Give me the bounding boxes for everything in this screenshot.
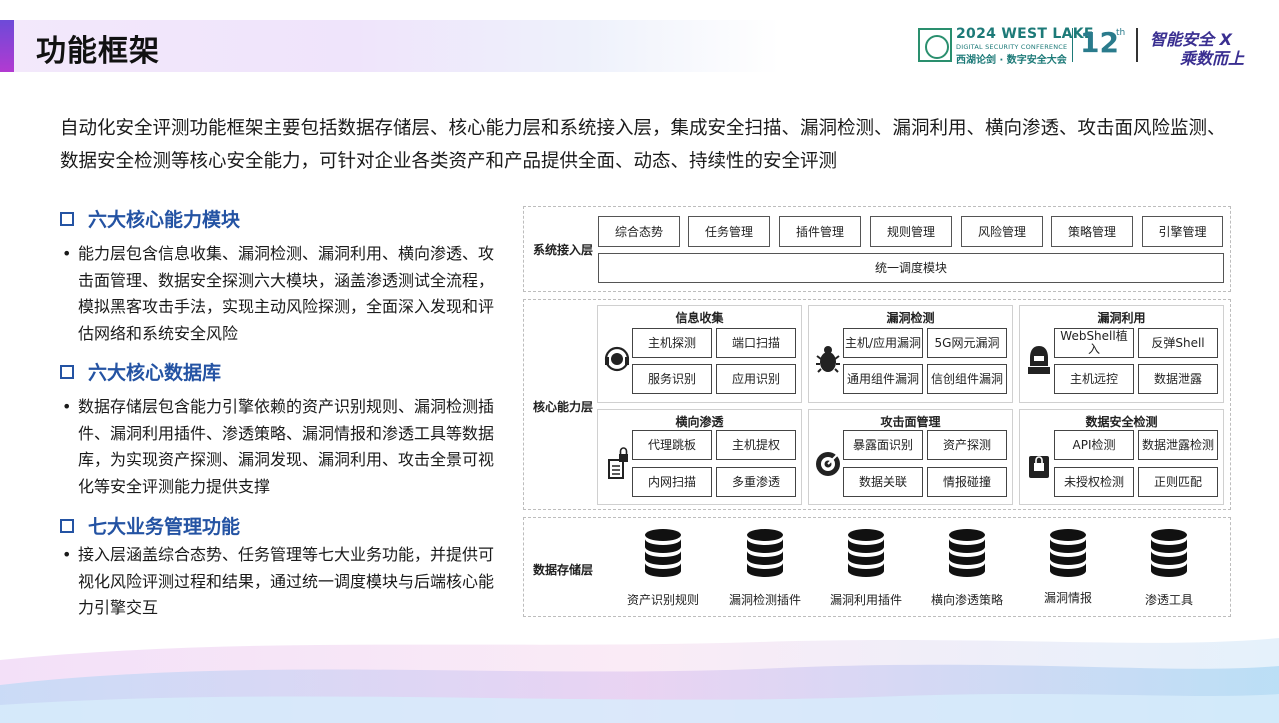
square-bullet-icon <box>60 518 74 533</box>
seal-icon <box>918 28 952 62</box>
module-box: 任务管理 <box>688 216 770 247</box>
panel-title: 攻击面管理 <box>880 415 941 429</box>
title-accent <box>0 20 14 72</box>
database-label: 渗透工具 <box>1144 593 1193 607</box>
capability-box: 信创组件漏洞 <box>927 364 1007 394</box>
capability-box: 数据泄露检测 <box>1138 430 1218 460</box>
database-icon <box>1151 529 1187 577</box>
capability-box: 数据关联 <box>843 467 923 497</box>
section-heading-business: 七大业务管理功能 <box>60 512 240 539</box>
capability-box: 未授权检测 <box>1054 467 1134 497</box>
panel-title: 漏洞检测 <box>886 311 935 325</box>
capability-box: 情报碰撞 <box>927 467 1007 497</box>
capability-box: 暴露面识别 <box>843 430 923 460</box>
module-box: 插件管理 <box>779 216 861 247</box>
database-label: 横向渗透策略 <box>930 593 1003 607</box>
storage-layer-label: 数据存储层 <box>533 563 594 577</box>
panel-title: 信息收集 <box>675 311 724 325</box>
database-icon <box>645 529 681 577</box>
capability-box: 主机探测 <box>632 328 712 358</box>
logo-event-en: 2024 WEST LAKE <box>956 26 1094 42</box>
logo-divider <box>1072 28 1073 62</box>
capability-box: 代理跳板 <box>632 430 712 460</box>
title-bar <box>0 20 780 72</box>
panel-vuln-detection: 漏洞检测 主机/应用漏洞 5G网元漏洞 通用组件漏洞 信创组件漏洞 <box>808 305 1013 403</box>
capability-box: 主机提权 <box>716 430 796 460</box>
panel-title: 数据安全检测 <box>1085 415 1158 429</box>
capability-box: 端口扫描 <box>716 328 796 358</box>
capability-box: 应用识别 <box>716 364 796 394</box>
database-label: 漏洞情报 <box>1043 591 1092 605</box>
capability-box: 反弹Shell <box>1138 328 1218 358</box>
square-bullet-icon <box>60 364 74 379</box>
capability-box: 内网扫描 <box>632 467 712 497</box>
panel-info-collection: 信息收集 主机探测 端口扫描 服务识别 应用识别 <box>597 305 802 403</box>
shield-lock-icon <box>1029 456 1049 478</box>
panel-title: 漏洞利用 <box>1097 311 1146 325</box>
capability-box: 正则匹配 <box>1138 467 1218 497</box>
database-icon <box>949 529 985 577</box>
capability-box: 通用组件漏洞 <box>843 364 923 394</box>
database-label: 资产识别规则 <box>626 593 699 607</box>
capability-box: API检测 <box>1054 430 1134 460</box>
document-lock-icon <box>608 447 628 479</box>
capability-box: 数据泄露 <box>1138 364 1218 394</box>
bug-icon <box>816 346 840 373</box>
section-heading-modules: 六大核心能力模块 <box>60 205 240 232</box>
module-box: 风险管理 <box>961 216 1043 247</box>
database-label: 漏洞利用插件 <box>829 593 902 607</box>
panel-attack-surface: 攻击面管理 暴露面识别 资产探测 数据关联 情报碰撞 <box>808 409 1013 505</box>
module-box: 规则管理 <box>870 216 952 247</box>
square-bullet-icon <box>60 211 74 226</box>
logo-event-en-sub: DIGITAL SECURITY CONFERENCE <box>956 43 1068 51</box>
capability-box: 服务识别 <box>632 364 712 394</box>
module-box: 综合态势 <box>598 216 680 247</box>
target-icon <box>816 452 840 476</box>
database-icon <box>848 529 884 577</box>
database-icon <box>1050 529 1086 577</box>
panel-vuln-exploit: 漏洞利用 WebShell植入 反弹Shell 主机远控 数据泄露 <box>1019 305 1224 403</box>
intro-paragraph: 自动化安全评测功能框架主要包括数据存储层、核心能力层和系统接入层，集成安全扫描、… <box>60 118 1226 172</box>
database-icon <box>747 529 783 577</box>
logo-edition-sup: th <box>1116 28 1126 38</box>
section-heading-text: 六大核心数据库 <box>88 362 222 384</box>
module-box: 引擎管理 <box>1142 216 1223 247</box>
access-layer-label: 系统接入层 <box>533 243 594 257</box>
database-label: 漏洞检测插件 <box>728 593 801 607</box>
scheduler-box: 统一调度模块 <box>598 253 1224 283</box>
section-bullet-databases: 数据存储层包含能力引擎依赖的资产识别规则、漏洞检测插件、漏洞利用插件、渗透策略、… <box>62 394 502 500</box>
capability-box: 多重渗透 <box>716 467 796 497</box>
section-heading-text: 七大业务管理功能 <box>88 516 241 538</box>
capability-box: 主机远控 <box>1054 364 1134 394</box>
headset-icon <box>604 346 630 372</box>
section-heading-text: 六大核心能力模块 <box>88 209 241 231</box>
panel-data-security: 数据安全检测 API检测 数据泄露检测 未授权检测 正则匹配 <box>1019 409 1224 505</box>
section-bullet-business: 接入层涵盖综合态势、任务管理等七大业务功能，并提供可视化风险评测过程和结果，通过… <box>62 542 502 622</box>
logo-divider-2 <box>1136 28 1138 62</box>
conference-logo: 2024 WEST LAKE DIGITAL SECURITY CONFEREN… <box>918 26 1263 68</box>
hacker-icon <box>1028 346 1050 374</box>
section-heading-databases: 六大核心数据库 <box>60 358 221 385</box>
capability-box: 资产探测 <box>927 430 1007 460</box>
logo-slogan-2: 乘数而上 <box>1180 49 1245 68</box>
logo-slogan-1: 智能安全 X <box>1150 30 1232 49</box>
capability-box: 主机/应用漏洞 <box>843 328 923 358</box>
logo-event-cn: 西湖论剑 · 数字安全大会 <box>956 55 1067 66</box>
bottom-wave-decoration <box>0 638 1279 723</box>
core-layer-label: 核心能力层 <box>533 400 594 414</box>
panel-title: 横向渗透 <box>675 415 724 429</box>
panel-lateral-movement: 横向渗透 代理跳板 主机提权 内网扫描 多重渗透 <box>597 409 802 505</box>
section-bullet-modules: 能力层包含信息收集、漏洞检测、漏洞利用、横向渗透、攻击面管理、数据安全探测六大模… <box>62 241 502 347</box>
capability-box: WebShell植入 <box>1054 328 1134 358</box>
module-box: 策略管理 <box>1051 216 1133 247</box>
capability-box: 5G网元漏洞 <box>927 328 1007 358</box>
logo-edition: 12 <box>1080 26 1119 59</box>
page-title: 功能框架 <box>36 34 160 69</box>
